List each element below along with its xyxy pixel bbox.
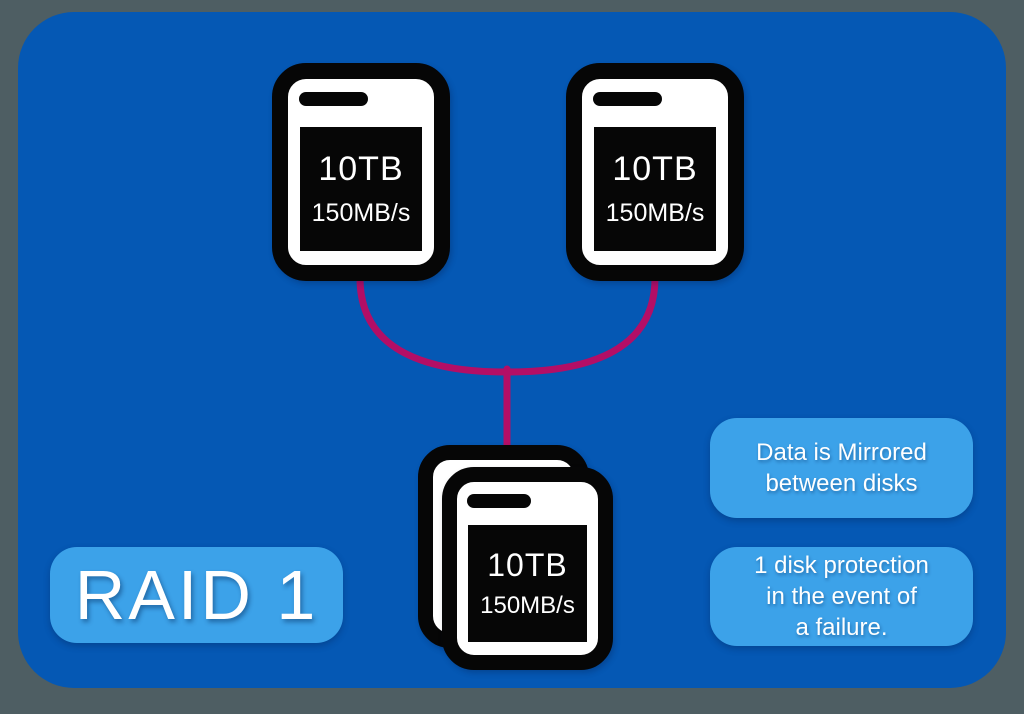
disk-drive-right: 10TB 150MB/s [566, 63, 744, 281]
raid-level-badge: RAID 1 [50, 547, 343, 643]
disk-capacity: 10TB [487, 547, 568, 583]
note-protection: 1 disk protection in the event of a fail… [710, 547, 973, 646]
disk-notch-icon [593, 92, 662, 106]
disk-speed: 150MB/s [605, 199, 705, 227]
disk-label: 10TB 150MB/s [300, 127, 422, 251]
disk-face: 10TB 150MB/s [457, 482, 598, 655]
note-line: in the event of [766, 583, 917, 610]
disk-face: 10TB 150MB/s [582, 79, 728, 265]
note-line: Data is Mirrored [756, 439, 927, 466]
disk-notch-icon [299, 92, 368, 106]
disk-drive-left: 10TB 150MB/s [272, 63, 450, 281]
note-line: a failure. [795, 614, 888, 641]
disk-label: 10TB 150MB/s [468, 525, 587, 642]
raid-level-label: RAID 1 [74, 556, 319, 634]
disk-speed: 150MB/s [311, 199, 411, 227]
disk-capacity: 10TB [318, 150, 404, 188]
note-line: 1 disk protection [754, 552, 929, 579]
note-line: between disks [765, 470, 918, 497]
disk-label: 10TB 150MB/s [594, 127, 716, 251]
disk-drive-mirror-front: 10TB 150MB/s [442, 467, 613, 670]
disk-capacity: 10TB [612, 150, 698, 188]
disk-speed: 150MB/s [480, 592, 575, 619]
disk-notch-icon [467, 494, 531, 508]
note-mirrored: Data is Mirrored between disks [710, 418, 973, 518]
disk-face: 10TB 150MB/s [288, 79, 434, 265]
